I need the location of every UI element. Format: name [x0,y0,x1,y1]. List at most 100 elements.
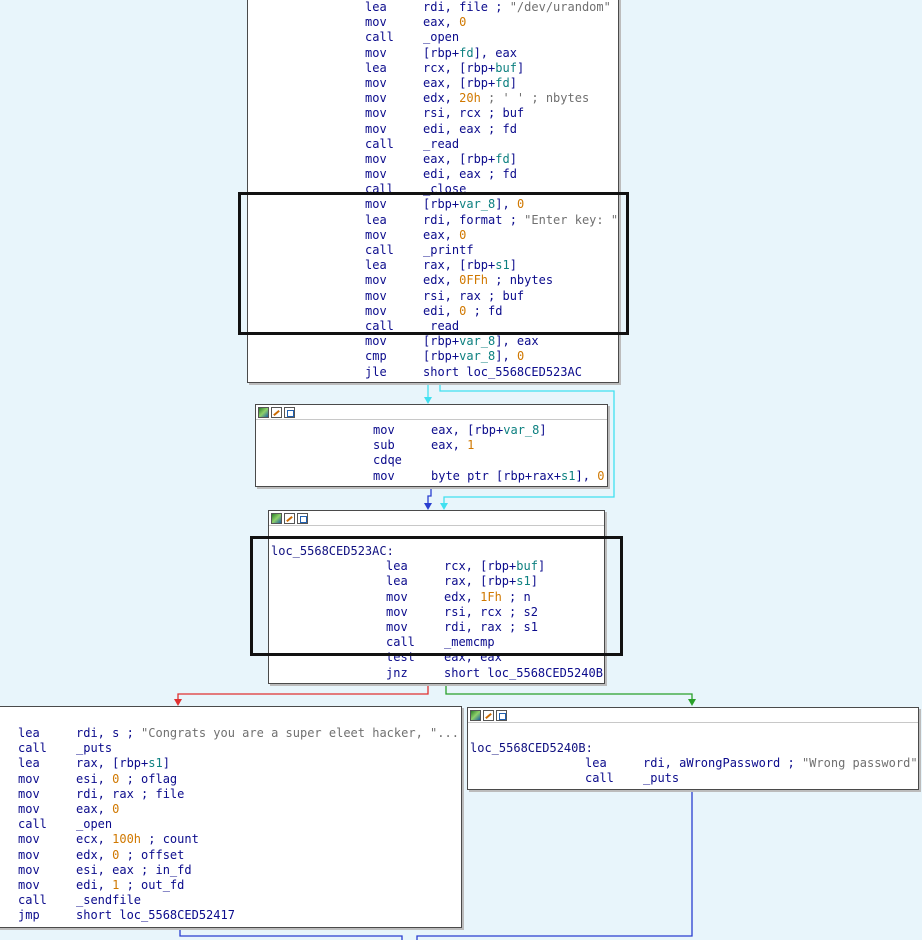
operands: [rbp+var_8], eax [423,334,539,349]
block-label[interactable]: loc_5568CED5240B: [468,741,918,756]
operands: _open [423,30,459,45]
stack-variable[interactable]: var_8 [503,423,540,437]
edit-icon[interactable] [483,709,494,721]
mnemonic: mov [365,15,387,30]
function-name[interactable]: _sendfile [76,893,142,908]
stack-variable[interactable]: fd [459,45,474,60]
stack-variable[interactable]: var_8 [459,334,496,349]
stack-variable[interactable]: fd [495,75,510,90]
function-name[interactable]: _read [423,136,460,151]
function-name[interactable]: _open [423,30,460,45]
label-text[interactable]: loc_5568CED523AC: [271,544,394,558]
instruction-line[interactable]: cmp[rbp+var_8], 0 [248,349,618,364]
stack-variable[interactable]: buf [495,60,517,75]
function-name[interactable]: _open [76,817,113,832]
block-label[interactable]: loc_5568CED523AC: [269,544,604,559]
stack-variable[interactable]: buf [516,559,538,574]
instruction-line[interactable]: call_sendfile [0,893,461,908]
graph-view-icon[interactable] [284,406,295,418]
instruction-line[interactable]: mov[rbp+var_8], 0 [248,197,618,212]
operand-text: eax, [431,438,468,453]
mnemonic: mov [365,75,387,90]
arrowhead-b1-b2 [424,397,432,404]
function-name[interactable]: _read [423,318,460,333]
instruction-line[interactable]: call_close [248,182,618,197]
stack-variable[interactable]: s1 [516,574,531,589]
instruction-line[interactable]: call_read [248,319,618,334]
function-name[interactable]: _printf [423,243,474,257]
label-text[interactable]: loc_5568CED5240B: [470,741,593,755]
graph-color-icon[interactable] [271,512,282,524]
stack-variable[interactable]: s1 [148,756,163,771]
instruction-line[interactable]: mov[rbp+fd], eax [248,46,618,61]
instruction-line[interactable]: call_open [0,817,461,832]
instruction-line[interactable]: call_puts [0,741,461,756]
instruction-line[interactable]: call_puts [468,771,918,786]
instruction-line[interactable]: call_open [248,30,618,45]
function-name[interactable]: _memcmp [444,635,495,650]
stack-variable[interactable]: fd [495,151,510,166]
function-name[interactable]: _puts [76,741,113,756]
function-name[interactable]: _close [423,182,467,197]
graph-view-icon[interactable] [496,709,507,721]
edit-icon[interactable] [284,512,295,524]
graph-view-icon[interactable] [297,512,308,524]
function-name[interactable]: _puts [643,771,680,786]
stack-variable[interactable]: s1 [495,258,510,273]
stack-variable[interactable]: var_8 [459,197,496,212]
graph-color-icon[interactable] [258,406,269,418]
instruction-line[interactable]: call_read [248,137,618,152]
instruction-line[interactable]: cdqe [256,453,607,468]
operands: edx, 0FFh ; nbytes [423,273,553,288]
instruction-line[interactable]: call_memcmp [269,635,604,650]
stack-variable[interactable]: var_8 [459,349,496,364]
graph-color-icon[interactable] [470,709,481,721]
instruction-line[interactable]: call_printf [248,243,618,258]
stack-variable[interactable]: s1 [561,468,576,483]
edit-icon[interactable] [271,406,282,418]
instruction-line[interactable]: mov[rbp+var_8], eax [248,334,618,349]
